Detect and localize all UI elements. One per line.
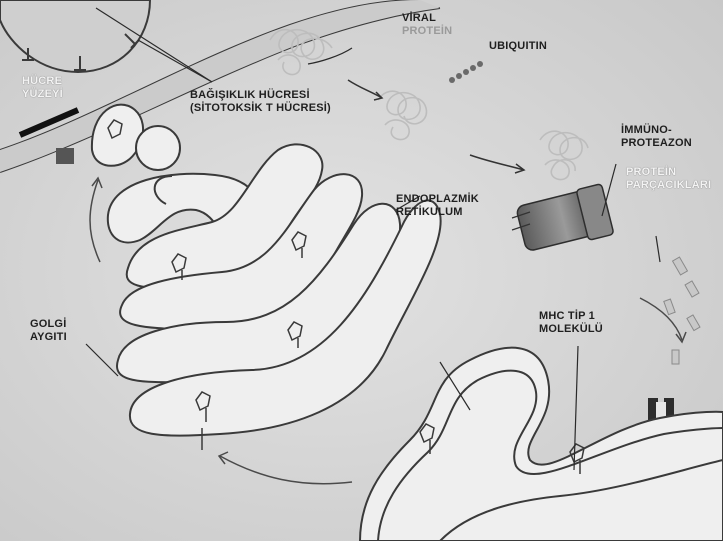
label-cell-surface-line1: HÜCRE xyxy=(22,75,63,88)
label-protein-fragments-line2: PARÇACIKLARI xyxy=(626,179,711,192)
label-immunoproteasome-line2: PROTEAZON xyxy=(621,137,692,150)
label-golgi-line1: GOLGİ xyxy=(30,318,67,331)
label-protein-fragments: PROTEİN PARÇACIKLARI xyxy=(626,166,711,192)
label-protein-fragments-line1: PROTEİN xyxy=(626,166,711,179)
label-cell-surface-line2: YÜZEYİ xyxy=(22,88,63,101)
label-mhc-molecule: MHC TİP 1 MOLEKÜLÜ xyxy=(539,310,603,336)
label-immune-cell-line1: BAĞIŞIKLIK HÜCRESİ xyxy=(190,89,331,102)
label-golgi-line2: AYGITI xyxy=(30,331,67,344)
label-viral-protein-line1: VİRAL xyxy=(402,12,452,25)
transport-vesicle xyxy=(136,126,180,170)
label-immunoproteasome-line1: İMMÜNO- xyxy=(621,124,692,137)
label-golgi: GOLGİ AYGITI xyxy=(30,318,67,344)
label-er-line1: ENDOPLAZMİK xyxy=(396,193,479,206)
label-er-line2: RETİKULUM xyxy=(396,206,479,219)
label-cell-surface: HÜCRE YÜZEYİ xyxy=(22,75,63,101)
label-viral-protein-line2: PROTEİN xyxy=(402,25,452,38)
label-immunoproteasome: İMMÜNO- PROTEAZON xyxy=(621,124,692,150)
label-mhc-line1: MHC TİP 1 xyxy=(539,310,603,323)
label-endoplasmic-reticulum: ENDOPLAZMİK RETİKULUM xyxy=(396,193,479,219)
label-ubiquitin: UBIQUITIN xyxy=(489,40,547,53)
label-viral-protein: VİRAL PROTEİN xyxy=(402,12,452,38)
label-mhc-line2: MOLEKÜLÜ xyxy=(539,323,603,336)
label-immune-cell: BAĞIŞIKLIK HÜCRESİ (SİTOTOKSİK T HÜCRESİ… xyxy=(190,89,331,115)
label-immune-cell-line2: (SİTOTOKSİK T HÜCRESİ) xyxy=(190,102,331,115)
